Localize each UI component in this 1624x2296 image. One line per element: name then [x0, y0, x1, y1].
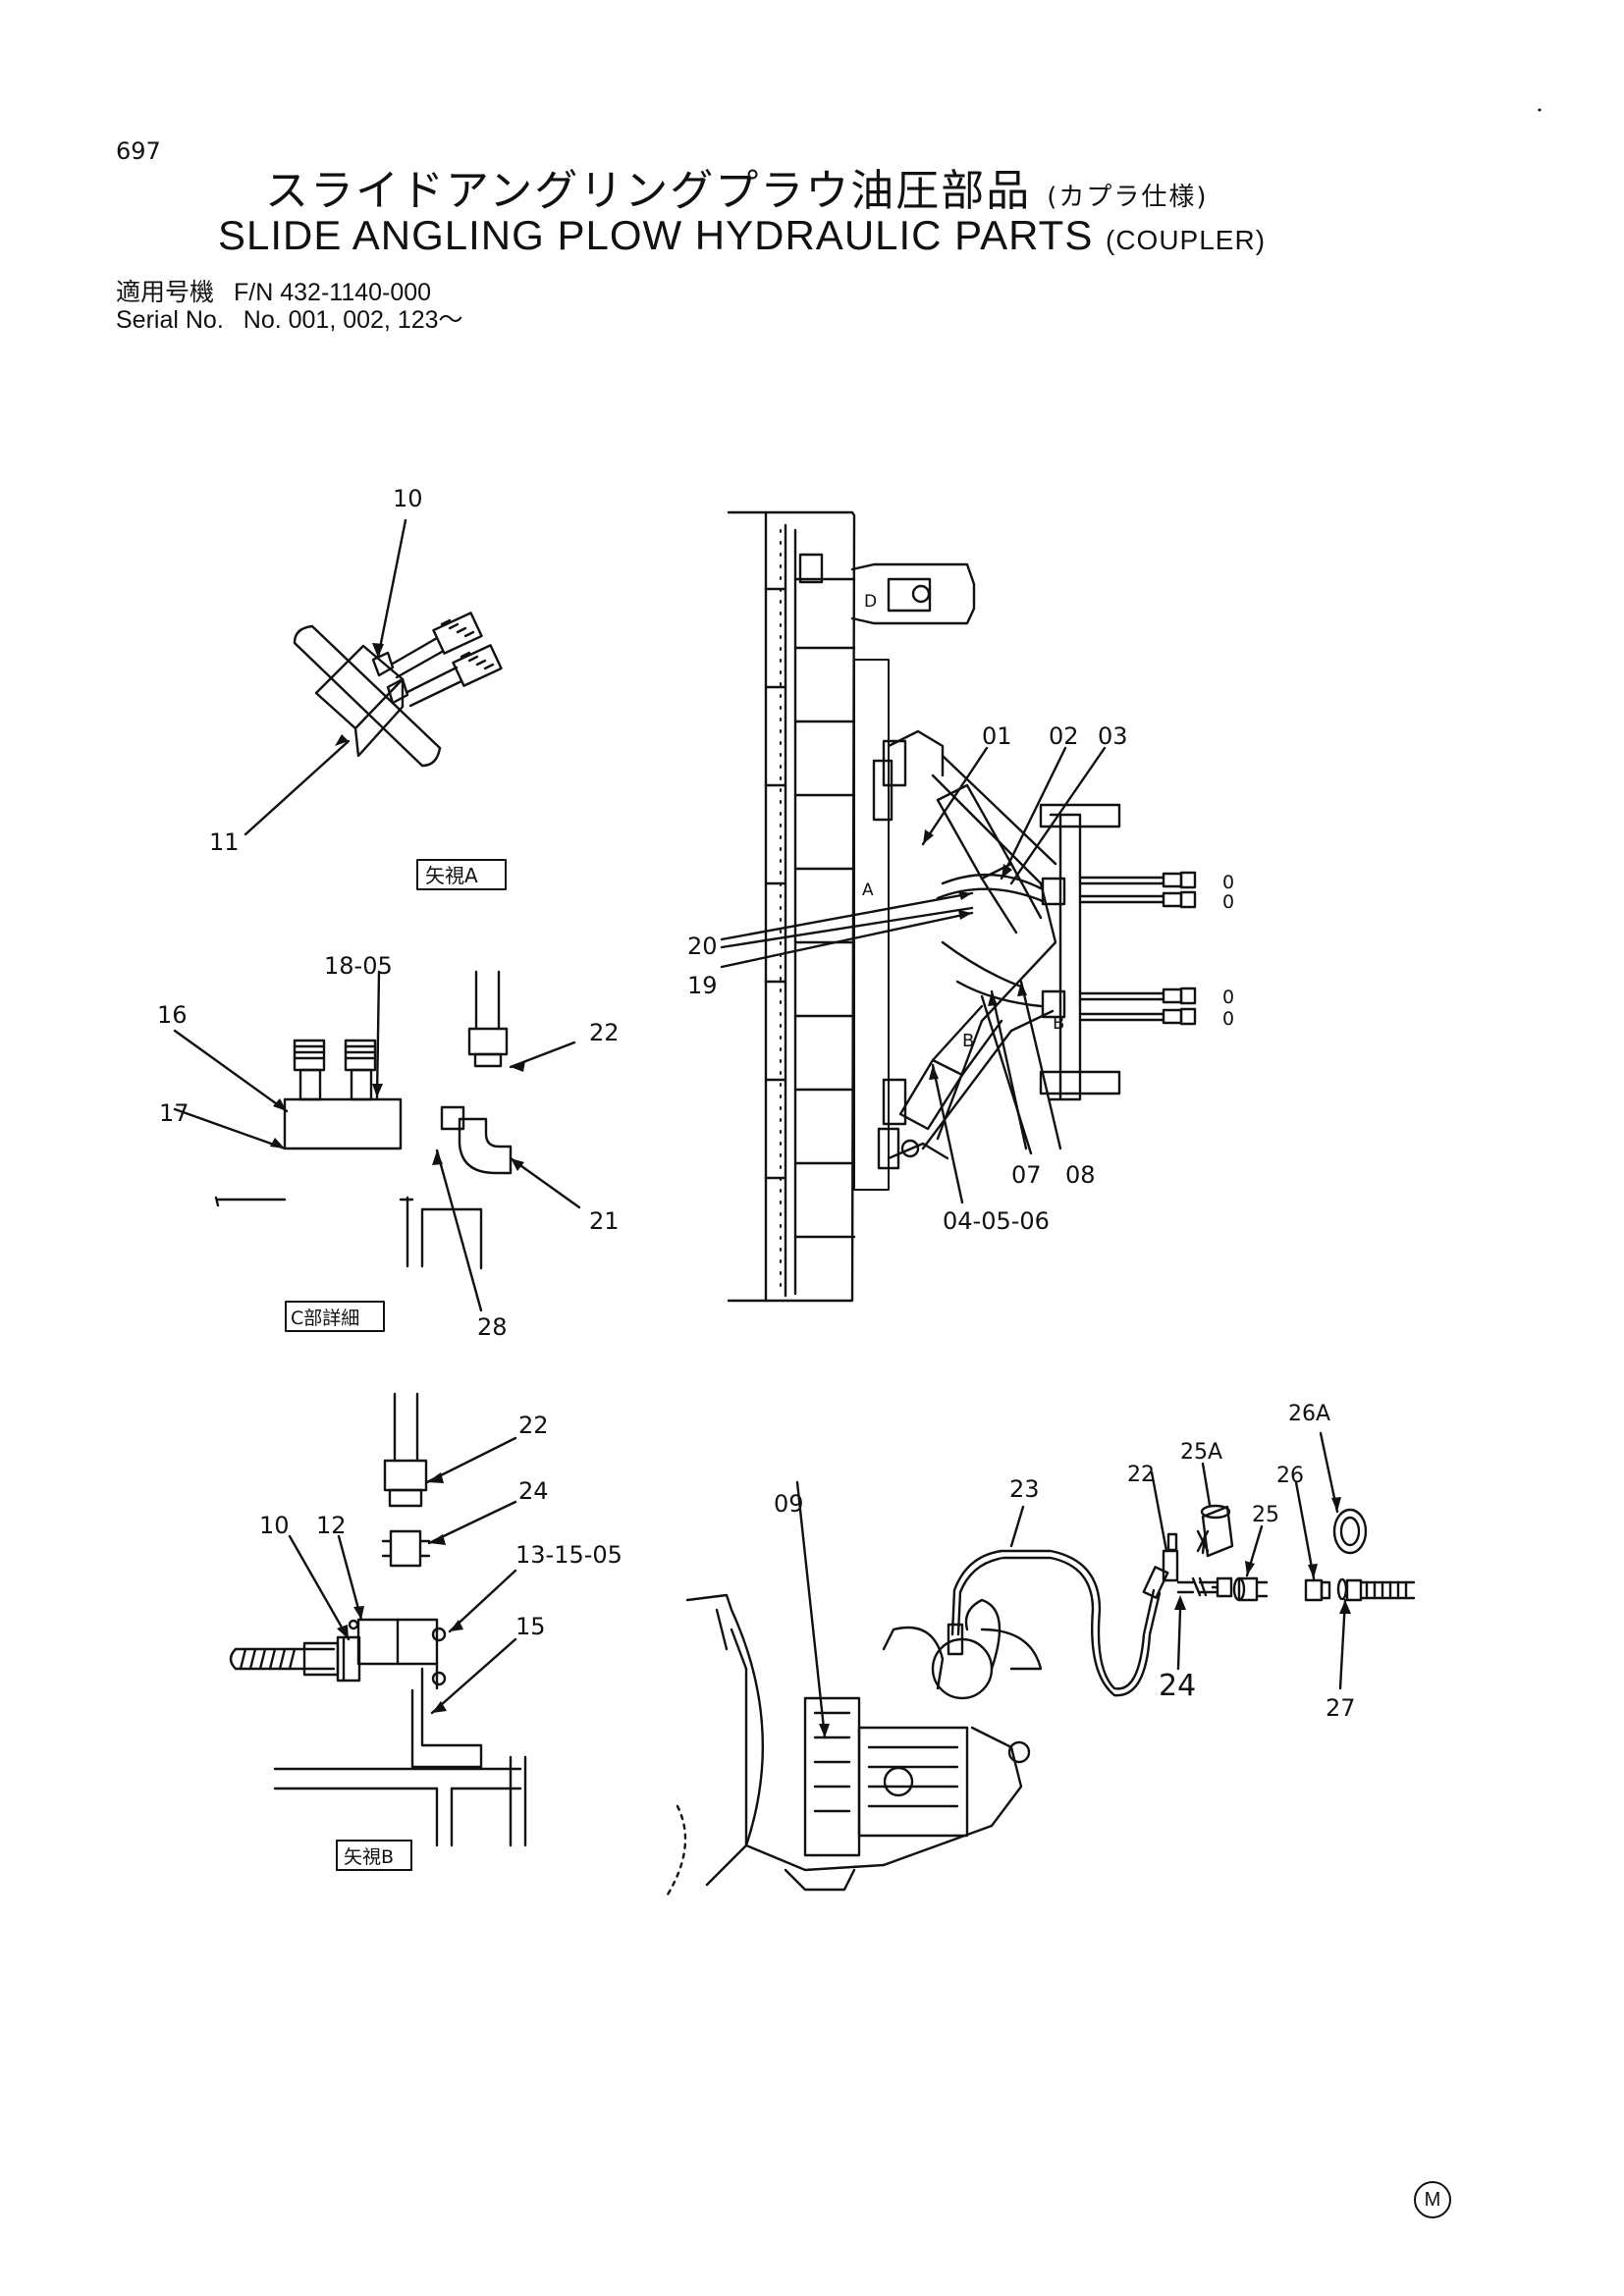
- callout-27: 27: [1326, 1694, 1356, 1722]
- page-header: 697 スライドアングリングプラウ油圧部品 (カプラ仕様) SLIDE ANGL…: [0, 0, 1624, 353]
- callout-18-05: 18-05: [324, 952, 393, 980]
- upper-port-block: [1041, 877, 1066, 906]
- callout-22a: 22: [589, 1019, 620, 1046]
- callout-28: 28: [477, 1313, 508, 1341]
- blade-ribs: [764, 577, 856, 1239]
- detail-c: 18-05 16 17 22 21 28 C部詳細: [157, 952, 620, 1341]
- view-a-label: 矢視A: [425, 864, 478, 887]
- plow-assembly: D: [687, 510, 1234, 1303]
- label-b-left: B: [962, 1031, 974, 1051]
- callout-13-15-05: 13-15-05: [515, 1541, 623, 1569]
- view-a-couplers: [371, 612, 503, 708]
- leader-11: [244, 739, 351, 836]
- leader-10a: [376, 518, 407, 660]
- lower-port-block: [1041, 989, 1066, 1019]
- callout-26: 26: [1276, 1464, 1304, 1488]
- lower-cylinder: [877, 1004, 1003, 1170]
- callout-21: 21: [589, 1207, 620, 1235]
- view-a-pipe: [293, 641, 424, 768]
- callout-07: 07: [1011, 1161, 1042, 1189]
- serial-line: Serial No. No. 001, 002, 123～: [116, 300, 463, 336]
- detail-c-bracket: [406, 1196, 483, 1270]
- port-0b: 0: [1222, 891, 1234, 913]
- label-b-right: B: [1053, 1013, 1064, 1034]
- quick-couplers: [1078, 871, 1197, 1026]
- callout-03: 03: [1098, 722, 1128, 750]
- view-b-label: 矢視B: [344, 1846, 394, 1868]
- callout-26a: 26A: [1288, 1402, 1330, 1426]
- callout-04-05-06: 04-05-06: [943, 1207, 1050, 1235]
- callout-24b: 24: [1159, 1669, 1196, 1703]
- title-japanese-main: スライドアングリングプラウ油圧部品: [265, 166, 1032, 216]
- upper-cylinder: [872, 739, 1043, 934]
- page-number: 697: [116, 137, 161, 165]
- callout-11: 11: [209, 828, 240, 856]
- port-0d: 0: [1222, 1008, 1234, 1030]
- callout-02: 02: [1049, 722, 1079, 750]
- fittings-row: [1162, 1504, 1416, 1602]
- callout-22b: 22: [518, 1412, 549, 1439]
- callout-16: 16: [157, 1001, 188, 1029]
- detail-c-label: C部詳細: [291, 1308, 359, 1329]
- blade-outline: [727, 510, 856, 1303]
- control-valve: [803, 1696, 861, 1857]
- serial-label: Serial No.: [116, 306, 224, 334]
- detail-c-label-box: [285, 1301, 385, 1332]
- detail-c-manifold: [283, 1097, 403, 1150]
- view-b-hose: [393, 1392, 419, 1463]
- top-lug: D: [798, 553, 976, 625]
- callout-20: 20: [687, 933, 718, 960]
- view-b-label-box: [336, 1840, 412, 1871]
- port-0c: 0: [1222, 987, 1234, 1008]
- callout-17: 17: [159, 1099, 189, 1127]
- view-b-detail: 22 24 10 12 13-15-05 15 矢視B: [229, 1392, 623, 1871]
- callout-19: 19: [687, 972, 718, 999]
- callout-24a: 24: [518, 1477, 549, 1505]
- callout-23: 23: [1009, 1475, 1040, 1503]
- detail-c-elbow: [458, 1117, 513, 1175]
- label-a: A: [862, 881, 874, 900]
- hose-assembly: 09 23 22 25A 26A 26 25 24 27: [666, 1402, 1416, 1896]
- title-japanese: スライドアングリングプラウ油圧部品 (カプラ仕様): [265, 155, 1209, 218]
- view-a-label-box: [416, 859, 507, 890]
- view-a-detail: 10 11 矢視A: [209, 485, 507, 890]
- title-english-main: SLIDE ANGLING PLOW HYDRAULIC PARTS: [218, 212, 1094, 258]
- title-english: SLIDE ANGLING PLOW HYDRAULIC PARTS (COUP…: [218, 212, 1266, 259]
- applicable-model-line: 適用号機 F/N 432-1140-000: [116, 273, 431, 308]
- callout-12: 12: [316, 1512, 347, 1539]
- callout-10a: 10: [393, 485, 423, 512]
- applicable-label: 適用号機: [116, 279, 215, 306]
- callout-08: 08: [1065, 1161, 1096, 1189]
- callout-22c: 22: [1127, 1463, 1155, 1487]
- hose-routings: [936, 873, 1045, 1008]
- callout-15: 15: [515, 1613, 546, 1640]
- detail-c-hose: [474, 970, 501, 1031]
- page-corner-mark: M: [1414, 2181, 1451, 2218]
- callout-09: 09: [774, 1490, 804, 1518]
- callout-25a: 25A: [1180, 1440, 1222, 1465]
- frame-number: F/N 432-1140-000: [234, 279, 432, 306]
- port-0a: 0: [1222, 872, 1234, 893]
- frame-structure: [887, 729, 1121, 1160]
- callout-01: 01: [982, 722, 1012, 750]
- callout-25: 25: [1252, 1503, 1279, 1527]
- view-b-bracket: [410, 1667, 483, 1769]
- title-english-suffix: (COUPLER): [1106, 225, 1267, 255]
- machine-frame: [685, 1593, 765, 1887]
- callout-10b: 10: [259, 1512, 290, 1539]
- serial-value: No. 001, 002, 123～: [243, 306, 463, 334]
- title-japanese-suffix: (カプラ仕様): [1047, 183, 1209, 212]
- hose-23: [950, 1549, 1156, 1690]
- view-b-fitting-24: [381, 1529, 431, 1568]
- detail-c-couplers: [293, 1039, 377, 1101]
- label-d: D: [864, 592, 877, 612]
